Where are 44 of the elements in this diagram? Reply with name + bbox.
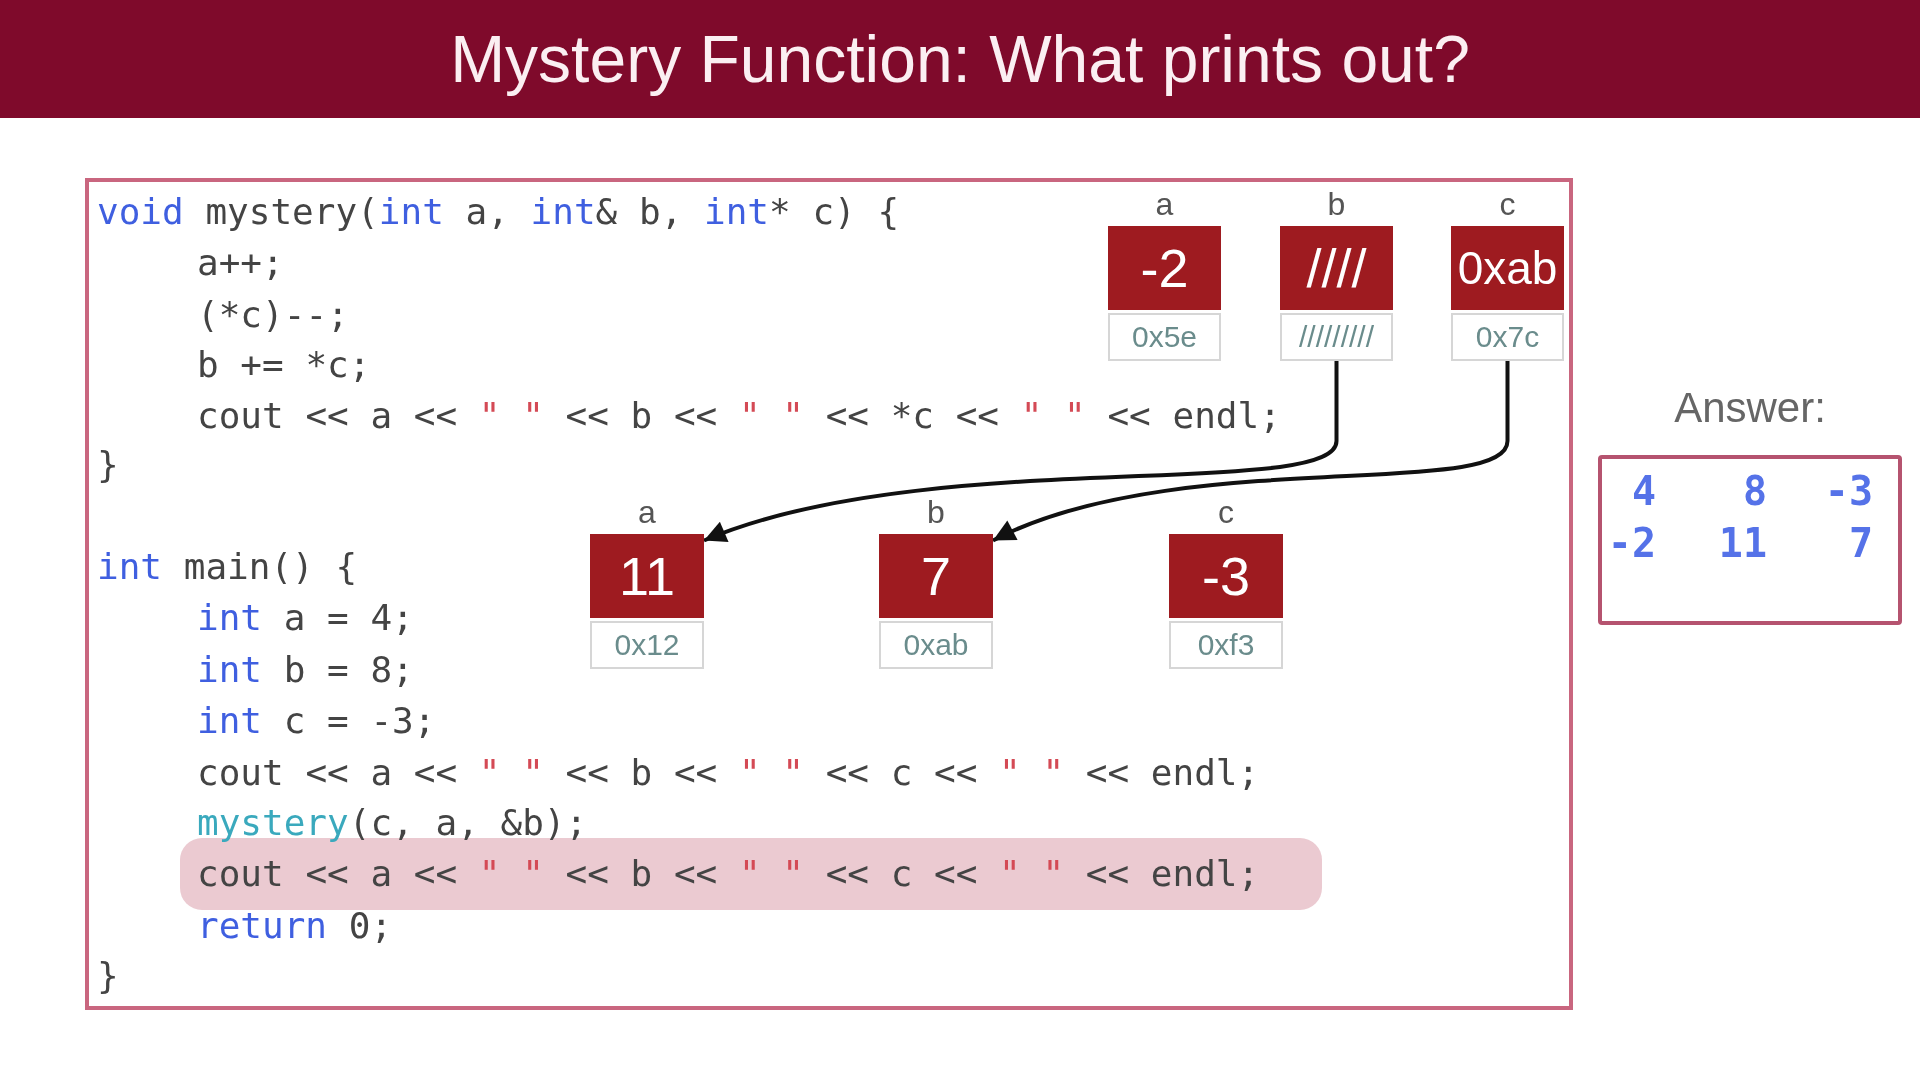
memory-value: //// [1280,226,1393,310]
output-value: 11 [1718,519,1767,568]
memory-value: 0xab [1451,226,1564,310]
memory-address: 0x5e [1108,313,1221,361]
code-line: cout << a << " " << b << " " << c << " " << endl; [197,852,1260,896]
memory-value: 7 [879,534,993,618]
output-value: -3 [1824,467,1873,516]
code-panel [85,178,1573,1010]
code-line: int b = 8; [197,648,414,692]
code-line: (*c)--; [197,293,349,337]
variable-name: a [638,493,656,531]
memory-value: 11 [590,534,704,618]
code-line: mystery(c, a, &b); [197,801,588,845]
memory-value: -2 [1108,226,1221,310]
memory-value: -3 [1169,534,1283,618]
output-value: 4 [1631,467,1656,516]
code-line: int c = -3; [197,699,436,743]
code-line: return 0; [197,904,393,948]
code-line: cout << a << " " << b << " " << c << " " << endl; [197,751,1260,795]
code-line: } [97,443,119,487]
pointer-arrow [703,361,1339,544]
memory-address: 0x7c [1451,313,1564,361]
pointer-arrow [992,361,1510,543]
output-value: 7 [1848,519,1873,568]
answer-heading: Answer: [1674,383,1826,433]
code-line: a++; [197,241,284,285]
variable-name: c [1218,493,1234,531]
code-line: int a = 4; [197,596,414,640]
memory-address: 0xf3 [1169,621,1283,669]
code-line: b += *c; [197,343,371,387]
code-line: } [97,954,119,998]
code-line: int main() { [97,545,358,589]
code-line: void mystery(int a, int& b, int* c) { [97,190,900,234]
output-value: 8 [1742,467,1767,516]
slide-title: Mystery Function: What prints out? [450,21,1470,98]
code-line: cout << a << " " << b << " " << *c << " " << endl; [197,394,1281,438]
memory-address: ///////// [1280,313,1393,361]
output-value: -2 [1607,519,1656,568]
variable-name: a [1155,185,1174,223]
variable-name: b [1327,185,1346,223]
memory-address: 0xab [879,621,993,669]
variable-name: b [927,493,945,531]
variable-name: c [1499,185,1516,223]
memory-address: 0x12 [590,621,704,669]
